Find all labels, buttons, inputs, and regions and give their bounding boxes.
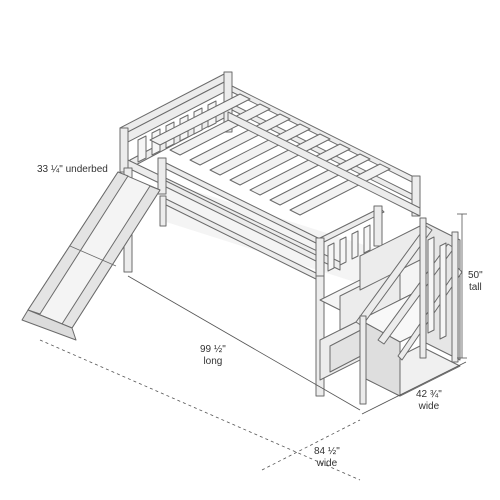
overall-width-value: 84 ½" [314,446,340,457]
width-dim-line [361,361,467,415]
bed-width-value: 42 ¾" [416,389,442,400]
height-value: 50" [468,270,483,281]
overall-width-label: 84 ½" wide [314,446,340,470]
underbed-clearance-label: 33 ¼" underbed [37,164,108,176]
length-unit: long [203,356,223,367]
footboard [315,205,385,279]
bed-width-unit: wide [418,401,440,412]
height-unit: tall [468,282,482,293]
overall-width-dim-line [39,339,361,481]
platform-slats [149,93,391,216]
length-value: 99 ½" [200,344,226,355]
length-dim-line [127,275,361,411]
overall-width-unit: wide [316,458,338,469]
slide [21,171,161,341]
staircase [319,217,463,405]
dimension-lines [39,213,467,481]
bed-width-label: 42 ¾" wide [416,389,442,413]
height-label: 50" tall [468,270,483,294]
front-guard-rail [157,157,323,283]
underbed-text: 33 ¼" underbed [37,164,108,175]
length-label: 99 ½" long [200,344,226,368]
